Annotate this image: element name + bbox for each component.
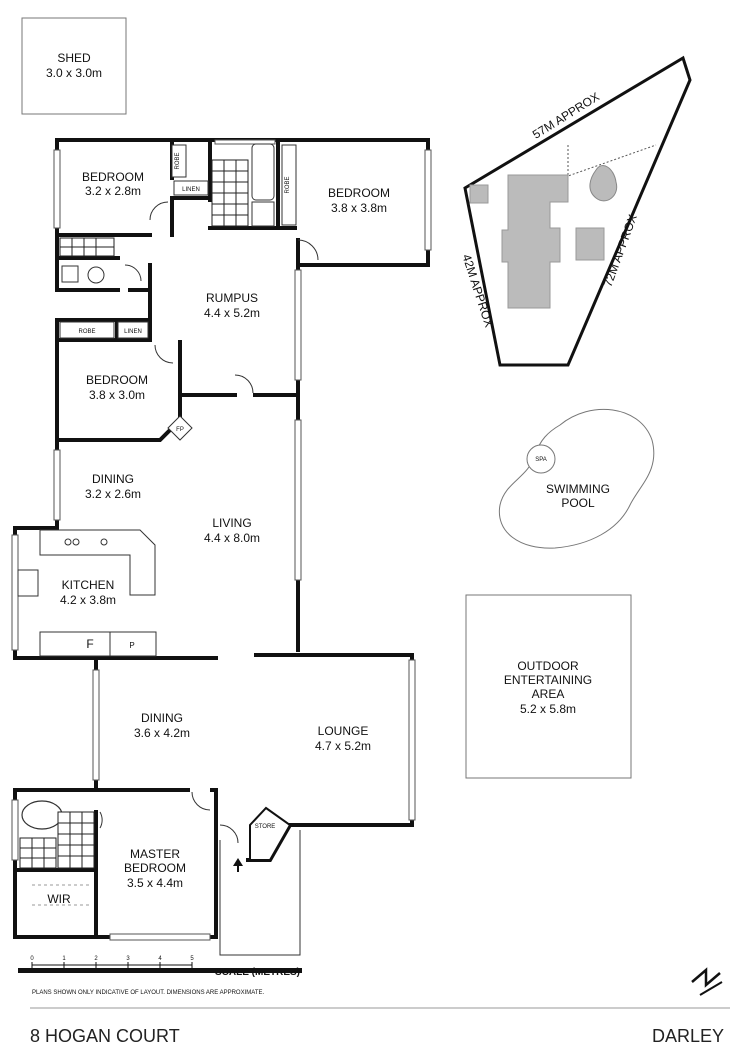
linen-label-2: LINEN	[124, 329, 142, 335]
bedroom-2-size: 3.8 x 3.8m	[331, 201, 387, 215]
master-size: 3.5 x 4.4m	[127, 876, 183, 890]
outdoor-area: OUTDOOR ENTERTAINING AREA 5.2 x 5.8m	[465, 594, 632, 779]
scale-bar: 0 1 2 3 4 5 SCALE (METRES) PLANS SHOWN ONLY I…	[18, 956, 302, 996]
fridge-label: F	[86, 637, 93, 651]
dining-1-name: DINING	[92, 472, 134, 486]
dining-1-size: 3.2 x 2.6m	[85, 487, 141, 501]
robe-label-2: ROBE	[285, 176, 291, 193]
store: STORE	[219, 806, 301, 956]
pantry-label: P	[129, 641, 134, 650]
swimming-pool: SPA SWIMMING POOL	[498, 408, 655, 549]
bedroom-2-name: BEDROOM	[328, 186, 390, 200]
scale-tick-label: 2	[94, 956, 98, 962]
scale-label: SCALE (METRES)	[215, 967, 300, 978]
wir-label: WIR	[47, 892, 71, 906]
room-labels: BEDROOM 3.2 x 2.8m BEDROOM 3.8 x 3.8m RU…	[47, 170, 390, 906]
scale-tick-label: 4	[158, 956, 162, 962]
bathroom-tiles	[59, 143, 275, 284]
rumpus-size: 4.4 x 5.2m	[204, 306, 260, 320]
shed: SHED 3.0 x 3.0m	[21, 17, 127, 115]
scale-tick-label: 3	[126, 956, 130, 962]
bedroom-1-size: 3.2 x 2.8m	[85, 184, 141, 198]
shed-name: SHED	[57, 51, 91, 65]
living-size: 4.4 x 8.0m	[204, 531, 260, 545]
living-name: LIVING	[212, 516, 251, 530]
outdoor-line-2: ENTERTAINING	[504, 673, 592, 687]
bedroom-3-size: 3.8 x 3.0m	[89, 388, 145, 402]
fireplace-label: FP	[176, 427, 184, 433]
master-name-1: MASTER	[130, 847, 180, 861]
spa-label: SPA	[535, 457, 547, 463]
bedroom-1-name: BEDROOM	[82, 170, 144, 184]
fireplace: FP	[167, 415, 193, 441]
doors	[99, 201, 319, 844]
shed-size: 3.0 x 3.0m	[46, 66, 102, 80]
robe-label-3: ROBE	[78, 329, 95, 335]
outdoor-size: 5.2 x 5.8m	[520, 702, 576, 716]
pool-name-2: POOL	[561, 496, 595, 510]
suburb: DARLEY	[652, 1026, 724, 1046]
scale-tick-label: 1	[62, 956, 66, 962]
dining-2-size: 3.6 x 4.2m	[134, 726, 190, 740]
lounge-size: 4.7 x 5.2m	[315, 739, 371, 753]
outdoor-line-3: AREA	[532, 687, 565, 701]
kitchen-size: 4.2 x 3.8m	[60, 593, 116, 607]
pool-name-1: SWIMMING	[546, 482, 610, 496]
scale-disclaimer: PLANS SHOWN ONLY INDICATIVE OF LAYOUT. D…	[32, 990, 264, 996]
linen-label-1: LINEN	[182, 187, 200, 193]
master-name-2: BEDROOM	[124, 861, 186, 875]
scale-tick-label: 0	[30, 956, 34, 962]
north-arrow-icon	[691, 967, 723, 996]
storage-labels: ROBE ROBE LINEN ROBE LINEN	[59, 144, 297, 339]
outdoor-line-1: OUTDOOR	[517, 659, 579, 673]
address: 8 HOGAN COURT	[30, 1026, 180, 1046]
store-label: STORE	[255, 824, 276, 830]
lounge-name: LOUNGE	[318, 724, 369, 738]
windows	[11, 139, 432, 941]
dining-2-name: DINING	[141, 711, 183, 725]
ensuite-tiles	[19, 800, 95, 906]
kitchen-name: KITCHEN	[62, 578, 115, 592]
site-plan: 57M APPROX 42M APPROX 72M APPROX	[459, 55, 692, 367]
kitchen-bench: F P	[17, 529, 157, 657]
scale-tick-label: 5	[190, 956, 194, 962]
rumpus-name: RUMPUS	[206, 291, 258, 305]
robe-label-1: ROBE	[175, 152, 181, 169]
bedroom-3-name: BEDROOM	[86, 373, 148, 387]
